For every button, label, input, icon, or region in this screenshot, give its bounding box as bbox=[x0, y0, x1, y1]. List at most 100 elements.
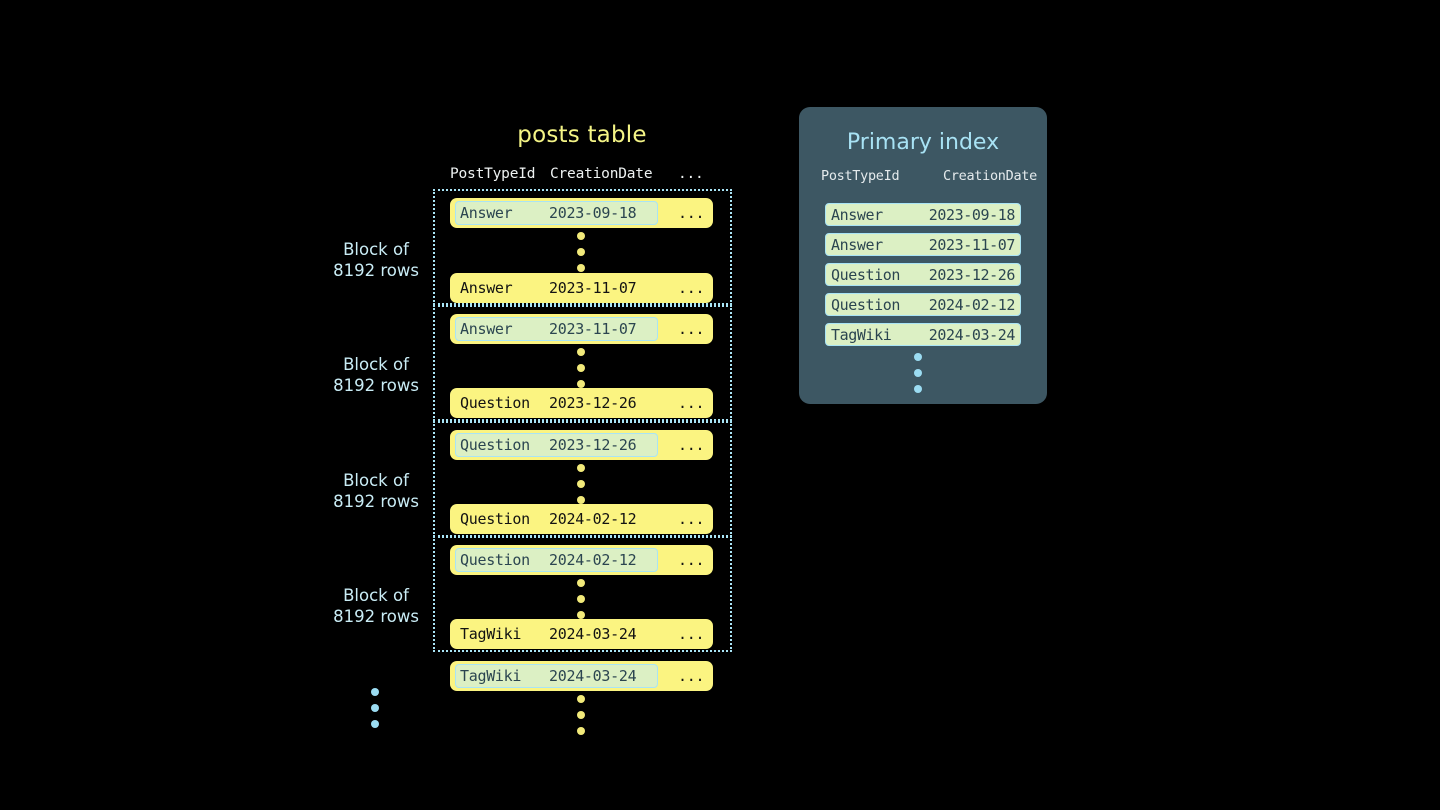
table-row[interactable]: Answer 2023-09-18 ... bbox=[450, 198, 713, 228]
table-row[interactable]: Answer 2023-11-07 ... bbox=[450, 314, 713, 344]
posts-table-column-headers: PostTypeId CreationDate ... bbox=[450, 166, 712, 186]
cell-creationdate: 2024-02-12 bbox=[549, 551, 637, 569]
row-highlight-box bbox=[455, 317, 658, 341]
cell-creationdate: 2023-09-18 bbox=[549, 204, 637, 222]
cell-more: ... bbox=[678, 510, 705, 528]
block-label-2: Block of 8192 rows bbox=[296, 354, 456, 396]
dot bbox=[577, 380, 585, 388]
cell-more: ... bbox=[678, 394, 705, 412]
block-outline-2 bbox=[433, 305, 732, 421]
dot bbox=[577, 711, 585, 719]
dot bbox=[577, 480, 585, 488]
dot bbox=[577, 264, 585, 272]
primary-index-panel: Primary index PostTypeId CreationDate An… bbox=[799, 107, 1047, 404]
cell-posttypeid: Answer bbox=[460, 279, 513, 297]
column-header-creationdate: CreationDate bbox=[943, 168, 1037, 184]
posts-table-title: posts table bbox=[517, 122, 647, 148]
primary-index-column-headers: PostTypeId CreationDate bbox=[821, 168, 1037, 188]
dot bbox=[914, 353, 922, 361]
table-row[interactable]: Question 2023-12-26 ... bbox=[450, 388, 713, 418]
row-ellipsis-dots bbox=[577, 348, 589, 396]
table-row[interactable]: Question 2023-12-26 ... bbox=[450, 430, 713, 460]
table-row[interactable]: Answer 2023-11-07 ... bbox=[450, 273, 713, 303]
row-highlight-box bbox=[455, 548, 658, 572]
cell-creationdate: 2023-11-07 bbox=[928, 235, 1016, 254]
row-highlight-box bbox=[455, 201, 658, 225]
column-header-creationdate: CreationDate bbox=[550, 166, 653, 182]
table-row[interactable]: TagWiki 2024-03-24 ... bbox=[450, 619, 713, 649]
dot bbox=[371, 720, 379, 728]
block-label-line-2: 8192 rows bbox=[333, 492, 419, 511]
row-ellipsis-dots bbox=[577, 579, 589, 627]
cell-creationdate: 2023-11-07 bbox=[549, 320, 637, 338]
cell-creationdate: 2024-03-24 bbox=[549, 667, 637, 685]
cell-posttypeid: TagWiki bbox=[460, 667, 522, 685]
block-label-line-1: Block of bbox=[343, 586, 409, 605]
cell-more: ... bbox=[678, 279, 705, 297]
table-row[interactable]: TagWiki 2024-03-24 ... bbox=[450, 661, 713, 691]
cell-more: ... bbox=[678, 320, 705, 338]
dot bbox=[914, 369, 922, 377]
cell-posttypeid: Question bbox=[460, 436, 530, 454]
dot bbox=[577, 611, 585, 619]
row-ellipsis-dots bbox=[577, 232, 589, 280]
cell-more: ... bbox=[678, 551, 705, 569]
column-header-more: ... bbox=[678, 166, 704, 182]
cell-creationdate: 2023-12-26 bbox=[928, 265, 1016, 284]
cell-more: ... bbox=[678, 667, 705, 685]
primary-index-title: Primary index bbox=[846, 130, 1000, 155]
cell-creationdate: 2023-12-26 bbox=[549, 436, 637, 454]
index-row[interactable]: Answer 2023-11-07 bbox=[825, 233, 1021, 256]
cell-creationdate: 2024-02-12 bbox=[549, 510, 637, 528]
table-ellipsis-dots bbox=[577, 695, 589, 743]
index-row[interactable]: Question 2023-12-26 bbox=[825, 263, 1021, 286]
dot bbox=[914, 385, 922, 393]
row-highlight-box bbox=[455, 664, 658, 688]
cell-posttypeid: Question bbox=[460, 510, 530, 528]
dot bbox=[577, 248, 585, 256]
dot bbox=[577, 695, 585, 703]
dot bbox=[371, 704, 379, 712]
cell-posttypeid: TagWiki bbox=[831, 325, 892, 344]
dot bbox=[577, 364, 585, 372]
cell-more: ... bbox=[678, 625, 705, 643]
block-outline-4 bbox=[433, 536, 732, 652]
index-row[interactable]: Question 2024-02-12 bbox=[825, 293, 1021, 316]
column-header-posttypeid: PostTypeId bbox=[821, 168, 900, 184]
cell-creationdate: 2024-03-24 bbox=[928, 325, 1016, 344]
dot bbox=[577, 464, 585, 472]
cell-posttypeid: TagWiki bbox=[460, 625, 522, 643]
dot bbox=[577, 727, 585, 735]
block-label-line-2: 8192 rows bbox=[333, 261, 419, 280]
cell-posttypeid: Question bbox=[831, 295, 901, 314]
dot bbox=[577, 595, 585, 603]
column-header-posttypeid: PostTypeId bbox=[450, 166, 536, 182]
block-outline-1 bbox=[433, 189, 732, 305]
block-label-4: Block of 8192 rows bbox=[296, 585, 456, 627]
dot bbox=[577, 496, 585, 504]
block-label-line-1: Block of bbox=[343, 240, 409, 259]
dot bbox=[577, 232, 585, 240]
table-row[interactable]: Question 2024-02-12 ... bbox=[450, 545, 713, 575]
block-label-line-2: 8192 rows bbox=[333, 376, 419, 395]
index-row[interactable]: Answer 2023-09-18 bbox=[825, 203, 1021, 226]
cell-posttypeid: Question bbox=[460, 394, 530, 412]
block-label-1: Block of 8192 rows bbox=[296, 239, 456, 281]
block-label-line-1: Block of bbox=[343, 355, 409, 374]
cell-more: ... bbox=[678, 436, 705, 454]
block-label-line-2: 8192 rows bbox=[333, 607, 419, 626]
cell-posttypeid: Answer bbox=[460, 204, 513, 222]
cell-creationdate: 2023-09-18 bbox=[928, 205, 1016, 224]
index-row[interactable]: TagWiki 2024-03-24 bbox=[825, 323, 1021, 346]
dot bbox=[577, 348, 585, 356]
block-ellipsis-dots bbox=[371, 688, 383, 736]
posts-table-section: posts table PostTypeId CreationDate ... … bbox=[296, 122, 732, 743]
cell-posttypeid: Question bbox=[831, 265, 901, 284]
row-ellipsis-dots bbox=[577, 464, 589, 512]
row-highlight-box bbox=[455, 433, 658, 457]
block-label-3: Block of 8192 rows bbox=[296, 470, 456, 512]
dot bbox=[371, 688, 379, 696]
cell-more: ... bbox=[678, 204, 705, 222]
table-row[interactable]: Question 2024-02-12 ... bbox=[450, 504, 713, 534]
cell-posttypeid: Question bbox=[460, 551, 530, 569]
